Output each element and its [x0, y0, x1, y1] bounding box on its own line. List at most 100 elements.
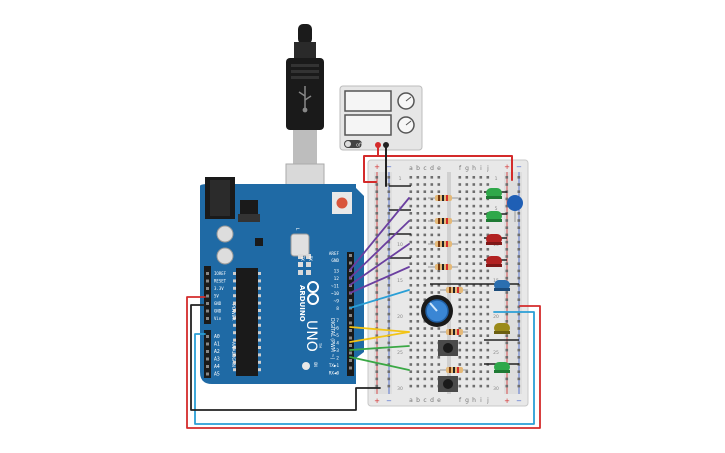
breadboard-hole	[409, 298, 413, 301]
wire-black-gnd[interactable]	[190, 304, 381, 411]
led-green[interactable]	[486, 188, 502, 199]
digital-pin-label: ~10	[331, 291, 339, 297]
breadboard-hole	[472, 384, 476, 388]
breadboard-hole	[409, 269, 413, 273]
breadboard-hole	[437, 248, 441, 251]
resistors[interactable]	[428, 195, 468, 373]
breadboard-hole	[472, 377, 476, 381]
resistor[interactable]	[428, 264, 458, 270]
breadboard-hole	[486, 255, 490, 258]
breadboard-hole	[479, 190, 483, 193]
chip-pin	[258, 368, 261, 372]
wire-purple[interactable]	[349, 197, 410, 271]
breadboard-hole	[465, 370, 469, 373]
digital-pin-label: ~11	[331, 284, 339, 290]
wire-yellow[interactable]	[349, 326, 410, 333]
wire-red-5v[interactable]	[186, 296, 541, 429]
breadboard-hole	[437, 370, 441, 373]
breadboard-hole	[479, 240, 483, 244]
row-number: 25	[493, 350, 499, 356]
led-green[interactable]	[486, 211, 502, 222]
breadboard-hole	[416, 284, 420, 287]
breadboard-hole	[423, 284, 427, 287]
resistor[interactable]	[428, 241, 458, 247]
chip-pin	[233, 353, 236, 357]
breadboard-hole	[375, 226, 379, 229]
wire-purple[interactable]	[349, 266, 410, 294]
breadboard-hole	[458, 298, 462, 301]
breadboard-hole	[479, 262, 483, 265]
wire-yellow[interactable]	[349, 331, 410, 343]
wires[interactable]	[186, 144, 541, 429]
breadboard-hole	[375, 197, 379, 201]
breadboard-hole	[472, 291, 476, 294]
breadboard-hole	[517, 291, 521, 294]
wire-red-supply[interactable]	[363, 144, 379, 183]
led-red[interactable]	[486, 256, 502, 267]
wire-green[interactable]	[349, 345, 410, 351]
breadboard-hole	[472, 233, 476, 237]
wire-purple[interactable]	[349, 243, 410, 286]
led-blue[interactable]	[494, 280, 510, 291]
breadboard-hole	[375, 305, 379, 309]
header-pin	[206, 287, 209, 290]
breadboard-hole	[465, 327, 469, 330]
breadboard-hole	[437, 291, 441, 294]
breadboard-hole	[387, 219, 391, 222]
column-label: i	[480, 165, 482, 172]
wire-purple[interactable]	[349, 220, 410, 279]
breadboard-hole	[458, 219, 462, 222]
breadboard-hole	[387, 255, 391, 258]
breadboard-hole	[517, 226, 521, 229]
resistor[interactable]	[440, 329, 468, 335]
breadboard-hole	[486, 248, 490, 251]
breadboard-hole	[416, 176, 420, 179]
wire-green[interactable]	[349, 356, 410, 371]
resistor[interactable]	[440, 367, 468, 373]
breadboard-hole	[437, 269, 441, 273]
led-red[interactable]	[486, 234, 502, 245]
breadboard-hole	[387, 212, 391, 215]
breadboard-hole	[423, 341, 427, 345]
leds[interactable]	[486, 188, 510, 373]
breadboard-hole	[387, 348, 391, 352]
breadboard-hole	[409, 320, 413, 323]
push-button[interactable]	[438, 340, 458, 356]
power-supply[interactable]: off	[339, 85, 423, 151]
breadboard-hole	[479, 291, 483, 294]
led-green[interactable]	[494, 362, 510, 373]
digital-pin-label: 2	[336, 356, 339, 362]
breadboard-hole	[465, 262, 469, 265]
analog-header-pins[interactable]	[206, 335, 209, 376]
breadboard-hole	[479, 384, 483, 388]
wire-red-supply-top[interactable]	[377, 155, 513, 181]
breadboard-hole	[472, 269, 476, 273]
breadboard-hole	[479, 341, 483, 345]
breadboard-hole	[486, 312, 490, 316]
breadboard-hole	[486, 334, 490, 337]
chip-pin	[258, 360, 261, 364]
resistor[interactable]	[428, 218, 458, 224]
breadboard-hole	[430, 276, 434, 280]
potentiometer-knob[interactable]	[429, 302, 438, 312]
led-yellow[interactable]	[494, 323, 510, 334]
breadboard-hole	[479, 197, 483, 201]
chip-pin	[258, 301, 261, 305]
breadboard-hole	[486, 377, 490, 381]
arduino-uno-board[interactable]: TX RX ARDUINO UNO TM ON L AREF GND 13 12…	[200, 177, 364, 384]
breadboard-hole	[409, 183, 413, 186]
power-header-pins[interactable]	[206, 272, 209, 320]
capacitor[interactable]	[507, 195, 523, 222]
resistor[interactable]	[428, 195, 458, 201]
potentiometer[interactable]	[421, 295, 453, 327]
breadboard-hole	[423, 183, 427, 186]
analog-header[interactable]	[204, 330, 211, 378]
wire-blue-a0[interactable]	[194, 311, 535, 425]
wire-blue[interactable]	[349, 289, 410, 309]
push-button[interactable]	[438, 376, 458, 392]
breadboard-hole	[505, 291, 509, 294]
breadboard-hole	[465, 298, 469, 301]
breadboard-hole	[387, 327, 391, 330]
resistor[interactable]	[440, 287, 468, 293]
